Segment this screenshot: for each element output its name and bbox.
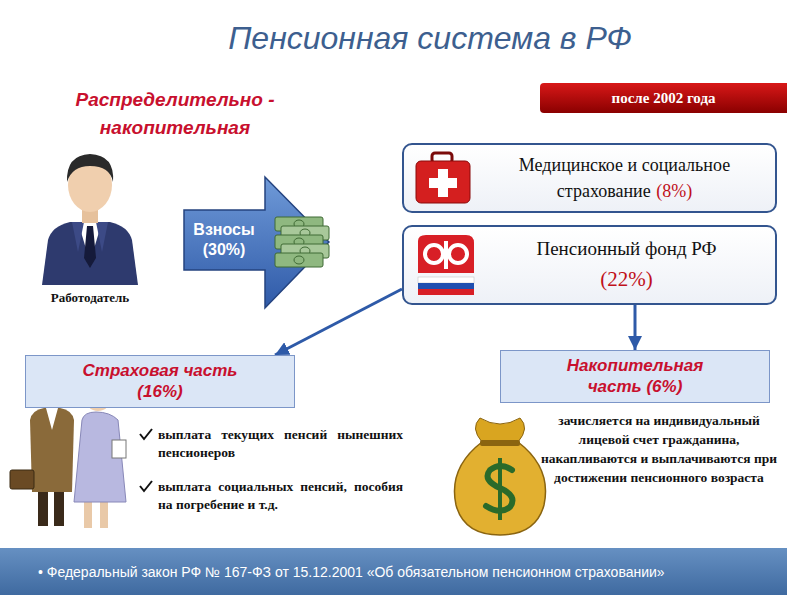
diagram-title: Пенсионная система в РФ	[120, 20, 740, 57]
bullet-text: выплата текущих пенсий нынешних пенсионе…	[158, 426, 403, 462]
node-text: Медицинское и социальное страхование	[519, 155, 730, 201]
check-mark	[140, 429, 152, 439]
text-wrap: Медицинское и социальное страхование(8%)	[484, 152, 765, 204]
node-text: Пенсионный фонд РФ	[536, 235, 716, 264]
text-wrap: Пенсионный фонд РФ(22%)	[536, 235, 716, 295]
check-mark	[140, 481, 152, 491]
node-text: Страховая часть (16%)	[65, 360, 255, 403]
text-wrap: после 2002 года	[612, 90, 716, 107]
money-bag	[454, 418, 545, 535]
flow-arrow	[275, 289, 402, 355]
fund-box: Медицинское и социальное страхование(8%)	[402, 143, 777, 213]
fund-box: Пенсионный фонд РФ(22%)	[402, 225, 777, 305]
part-box: Накопительная часть (6%)	[500, 350, 770, 403]
node-text: (8%)	[656, 181, 692, 201]
node-text: после 2002 года	[612, 90, 716, 107]
bullet-text: выплата социальных пенсий, пособия на по…	[158, 478, 403, 514]
text-wrap: Взносы (30%)	[183, 212, 265, 268]
system-type-label: Распределительно - накопительная	[30, 86, 320, 141]
flow-arrow	[634, 305, 637, 350]
period-banner: после 2002 года	[540, 83, 787, 113]
note-text: зачисляется на индивидуальный лицевой сч…	[536, 412, 782, 488]
law-band: • Федеральный закон РФ № 167-ФЗ от 15.12…	[0, 548, 787, 595]
node-text: Накопительная часть (6%)	[540, 355, 730, 398]
employer-figure	[42, 154, 138, 285]
pfr-logo	[404, 227, 486, 307]
node-text: • Федеральный закон РФ № 167-ФЗ от 15.12…	[38, 564, 665, 580]
node-text: Взносы (30%)	[183, 220, 265, 260]
text-wrap: Страховая часть (16%)	[65, 360, 255, 403]
medkit-icon	[404, 145, 484, 215]
text-wrap: • Федеральный закон РФ № 167-ФЗ от 15.12…	[38, 564, 665, 580]
node-text: (22%)	[536, 264, 716, 296]
part-box: Страховая часть (16%)	[25, 355, 295, 408]
money-stack	[275, 217, 329, 267]
figure-caption: Работодатель	[20, 290, 160, 306]
text-wrap: Накопительная часть (6%)	[540, 355, 730, 398]
contribution-arrow: Взносы (30%)	[183, 175, 330, 310]
